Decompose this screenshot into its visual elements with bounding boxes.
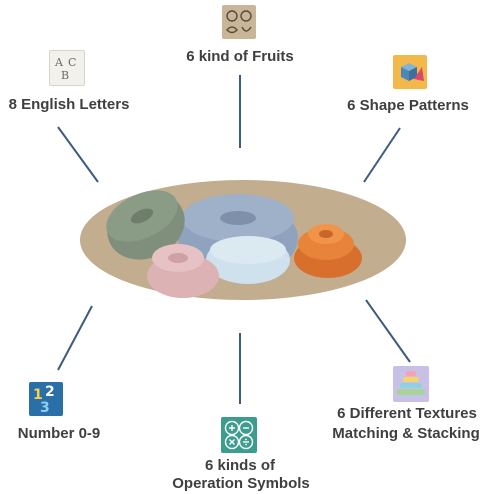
connector-numbers <box>57 305 93 371</box>
green-ring <box>106 190 185 260</box>
svg-text:1: 1 <box>33 387 43 403</box>
shapes-label: 6 Shape Patterns <box>347 97 469 114</box>
stacking-toy-illustration <box>80 180 406 300</box>
light-blue-ring <box>206 236 290 284</box>
svg-text:A: A <box>54 56 64 69</box>
textures-label-line2: Matching & Stacking <box>332 425 480 442</box>
fruit-icon <box>222 5 256 39</box>
numbers-label: Number 0-9 <box>17 425 101 442</box>
orange-ring <box>294 224 362 278</box>
textures-label-line1: 6 Different Textures <box>337 405 477 422</box>
operations-label-line2: Operation Symbols <box>172 475 310 492</box>
svg-text:B: B <box>61 69 69 82</box>
connector-textures <box>365 299 411 363</box>
shape-blocks-icon <box>393 55 427 89</box>
math-operations-icon <box>221 417 257 453</box>
letters-label: 8 English Letters <box>8 96 130 113</box>
svg-text:C: C <box>68 56 76 69</box>
number-123-icon: 1 2 3 <box>29 382 63 416</box>
svg-text:2: 2 <box>45 384 55 400</box>
operations-label-line1: 6 kinds of <box>204 457 275 474</box>
svg-text:3: 3 <box>40 400 50 416</box>
pink-ring <box>147 244 219 298</box>
connector-letters <box>57 126 99 183</box>
fruits-label: 6 kind of Fruits <box>186 48 294 65</box>
stacking-rings-icon <box>393 366 429 402</box>
abc-letters-icon: A C B <box>49 50 85 86</box>
connector-shapes <box>363 127 401 183</box>
